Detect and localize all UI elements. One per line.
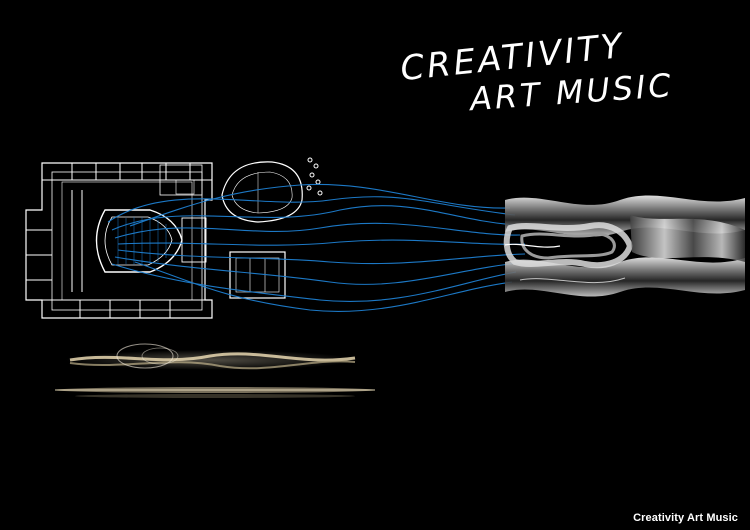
flow-lines	[107, 183, 526, 312]
auditorium-mesh	[117, 217, 167, 265]
light-trail-photo	[55, 343, 375, 398]
caption: Creativity Art Music	[633, 512, 738, 524]
wavy-sculpture	[503, 195, 745, 297]
floor-plan	[25, 157, 323, 319]
